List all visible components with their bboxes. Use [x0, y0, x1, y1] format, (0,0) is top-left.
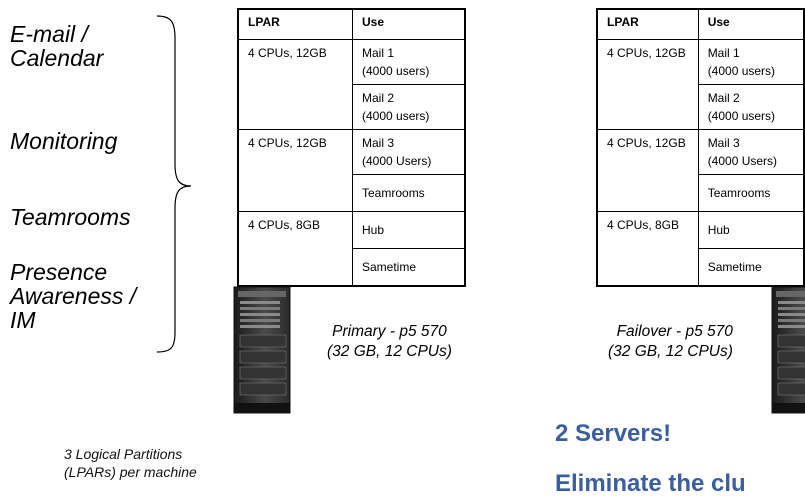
lpar-cell: 4 CPUs, 12GB: [237, 129, 353, 212]
use-cell: Teamrooms: [352, 174, 466, 212]
service-presence-im: Presence Awareness / IM: [10, 259, 137, 333]
primary-caption: Primary - p5 570 (32 GB, 12 CPUs): [327, 323, 452, 360]
lpar-table-primary: LPAR Use 4 CPUs, 12GB Mail 1(4000 users)…: [237, 8, 466, 287]
use-cell: Sametime: [697, 248, 805, 287]
service-email-calendar: E-mail / Calendar: [10, 21, 104, 71]
use-cell: Hub: [352, 211, 466, 249]
use-cell: Mail 2(4000 users): [352, 84, 466, 130]
table-row: 4 CPUs, 12GB Mail 1(4000 users): [596, 39, 805, 130]
table-row: 4 CPUs, 12GB Mail 1(4000 users): [237, 39, 466, 130]
use-cell: Mail 2(4000 users): [697, 84, 805, 130]
failover-caption: Failover - p5 570 (32 GB, 12 CPUs): [608, 323, 733, 360]
lpar-table-failover: LPAR Use 4 CPUs, 12GB Mail 1(4000 users)…: [596, 8, 805, 287]
lpar-note: 3 Logical Partitions (LPARs) per machine: [64, 446, 197, 480]
table-row: Mail 2(4000 users): [597, 84, 805, 130]
lpar-cell: 4 CPUs, 8GB: [596, 211, 699, 287]
lpar-cell: 4 CPUs, 12GB: [237, 39, 353, 130]
table-row: 4 CPUs, 8GB Hub: [237, 211, 466, 287]
use-cell: Mail 1(4000 users): [352, 39, 466, 85]
table-row: 4 CPUs, 12GB Mail 3(4000 Users): [596, 129, 805, 212]
table-row: Sametime: [238, 248, 466, 287]
use-cell: Mail 3(4000 Users): [697, 129, 805, 175]
table-row: Teamrooms: [597, 174, 805, 212]
headline-servers: 2 Servers!: [555, 420, 672, 447]
headline-eliminate: Eliminate the clu: [555, 470, 746, 497]
use-cell: Teamrooms: [697, 174, 805, 212]
lpar-cell: 4 CPUs, 12GB: [596, 39, 699, 130]
header-use: Use: [697, 8, 805, 40]
table-row: Sametime: [597, 248, 805, 287]
table-row: 4 CPUs, 12GB Mail 3(4000 Users): [237, 129, 466, 212]
lpar-cell: 4 CPUs, 8GB: [237, 211, 353, 287]
header-use: Use: [352, 8, 466, 40]
server-tower-icon: [233, 286, 291, 414]
curly-brace-icon: [156, 15, 192, 353]
use-cell: Sametime: [352, 248, 466, 287]
server-tower-icon: [771, 286, 805, 414]
table-row: Teamrooms: [238, 174, 466, 212]
use-cell: Mail 1(4000 users): [697, 39, 805, 85]
table-header-row: LPAR Use: [237, 8, 466, 40]
use-cell: Mail 3(4000 Users): [352, 129, 466, 175]
use-cell: Hub: [697, 211, 805, 249]
header-lpar: LPAR: [596, 8, 699, 40]
table-row: Mail 2(4000 users): [238, 84, 466, 130]
table-row: 4 CPUs, 8GB Hub: [596, 211, 805, 287]
service-monitoring: Monitoring: [10, 128, 118, 154]
table-header-row: LPAR Use: [596, 8, 805, 40]
header-lpar: LPAR: [237, 8, 353, 40]
lpar-cell: 4 CPUs, 12GB: [596, 129, 699, 212]
service-teamrooms: Teamrooms: [10, 204, 131, 230]
